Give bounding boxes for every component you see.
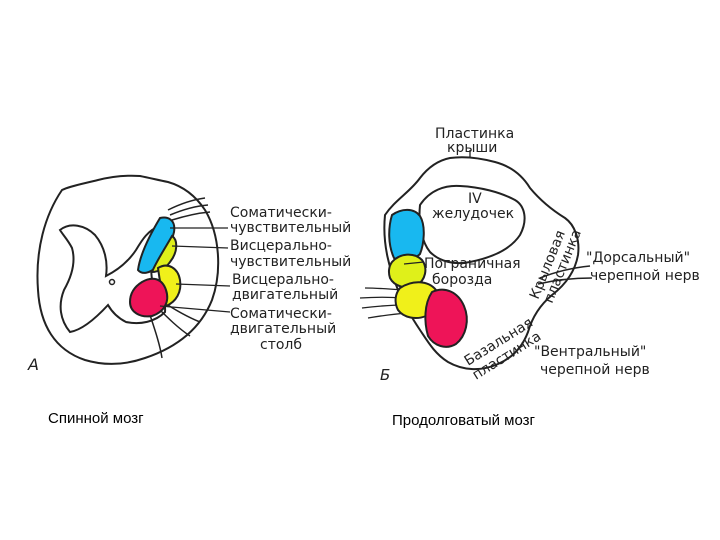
medulla-left-fibers <box>359 287 409 319</box>
label-ventral-nerve-1: "Вентральный" <box>534 344 646 360</box>
medulla-outline <box>383 156 580 370</box>
label-visceral-motor-2: двигательный <box>232 287 338 303</box>
label-dorsal-nerve-1: "Дорсальный" <box>586 250 690 266</box>
label-visceral-sensory-2: чувствительный <box>230 254 351 270</box>
caption-medulla: Продолговатый мозг <box>392 412 535 429</box>
letter-a: А <box>27 355 39 374</box>
gray-matter-outline <box>58 224 167 334</box>
medulla-somatic-motor-column <box>424 288 468 348</box>
medulla-figure <box>359 156 593 370</box>
label-border-groove-1: Пограничная <box>424 256 521 272</box>
label-ventricle-2: желудочек <box>432 206 514 222</box>
spinal-leader-lines <box>159 227 231 313</box>
label-somatic-motor-1: Соматически- <box>230 306 332 322</box>
letter-b: Б <box>380 366 390 384</box>
spinal-cord-outline <box>36 174 220 365</box>
label-ventricle-1: IV <box>468 191 482 207</box>
label-ventral-nerve-2: черепной нерв <box>540 362 650 378</box>
column-labels: Соматически- чувствительный Висцерально-… <box>230 205 351 353</box>
label-visceral-motor-1: Висцерально- <box>232 272 334 288</box>
medulla-leader-lines <box>403 150 471 265</box>
dorsal-nerve-fibers <box>537 265 593 285</box>
spinal-cord-figure <box>36 174 220 365</box>
label-border-groove-2: борозда <box>432 272 492 288</box>
dorsal-roots <box>167 197 211 221</box>
spinal-somatic-motor-column <box>128 277 169 318</box>
fourth-ventricle-outline <box>418 184 526 265</box>
label-visceral-sensory-1: Висцерально- <box>230 238 332 254</box>
label-roof-plate-2: крыши <box>447 140 497 156</box>
label-somatic-sensory-1: Соматически- <box>230 205 332 221</box>
central-canal <box>108 278 116 286</box>
label-somatic-motor-3: столб <box>260 337 302 353</box>
medulla-somatic-sensory-column <box>388 208 425 262</box>
label-somatic-sensory-2: чувствительный <box>230 220 351 236</box>
caption-spinal-cord: Спинной мозг <box>48 410 144 427</box>
label-dorsal-nerve-2: черепной нерв <box>590 268 700 284</box>
label-somatic-motor-2: двигательный <box>230 321 336 337</box>
medulla-labels: Пластинка крыши IV желудочек Пограничная… <box>424 126 700 383</box>
label-roof-plate-1: Пластинка <box>435 126 514 142</box>
